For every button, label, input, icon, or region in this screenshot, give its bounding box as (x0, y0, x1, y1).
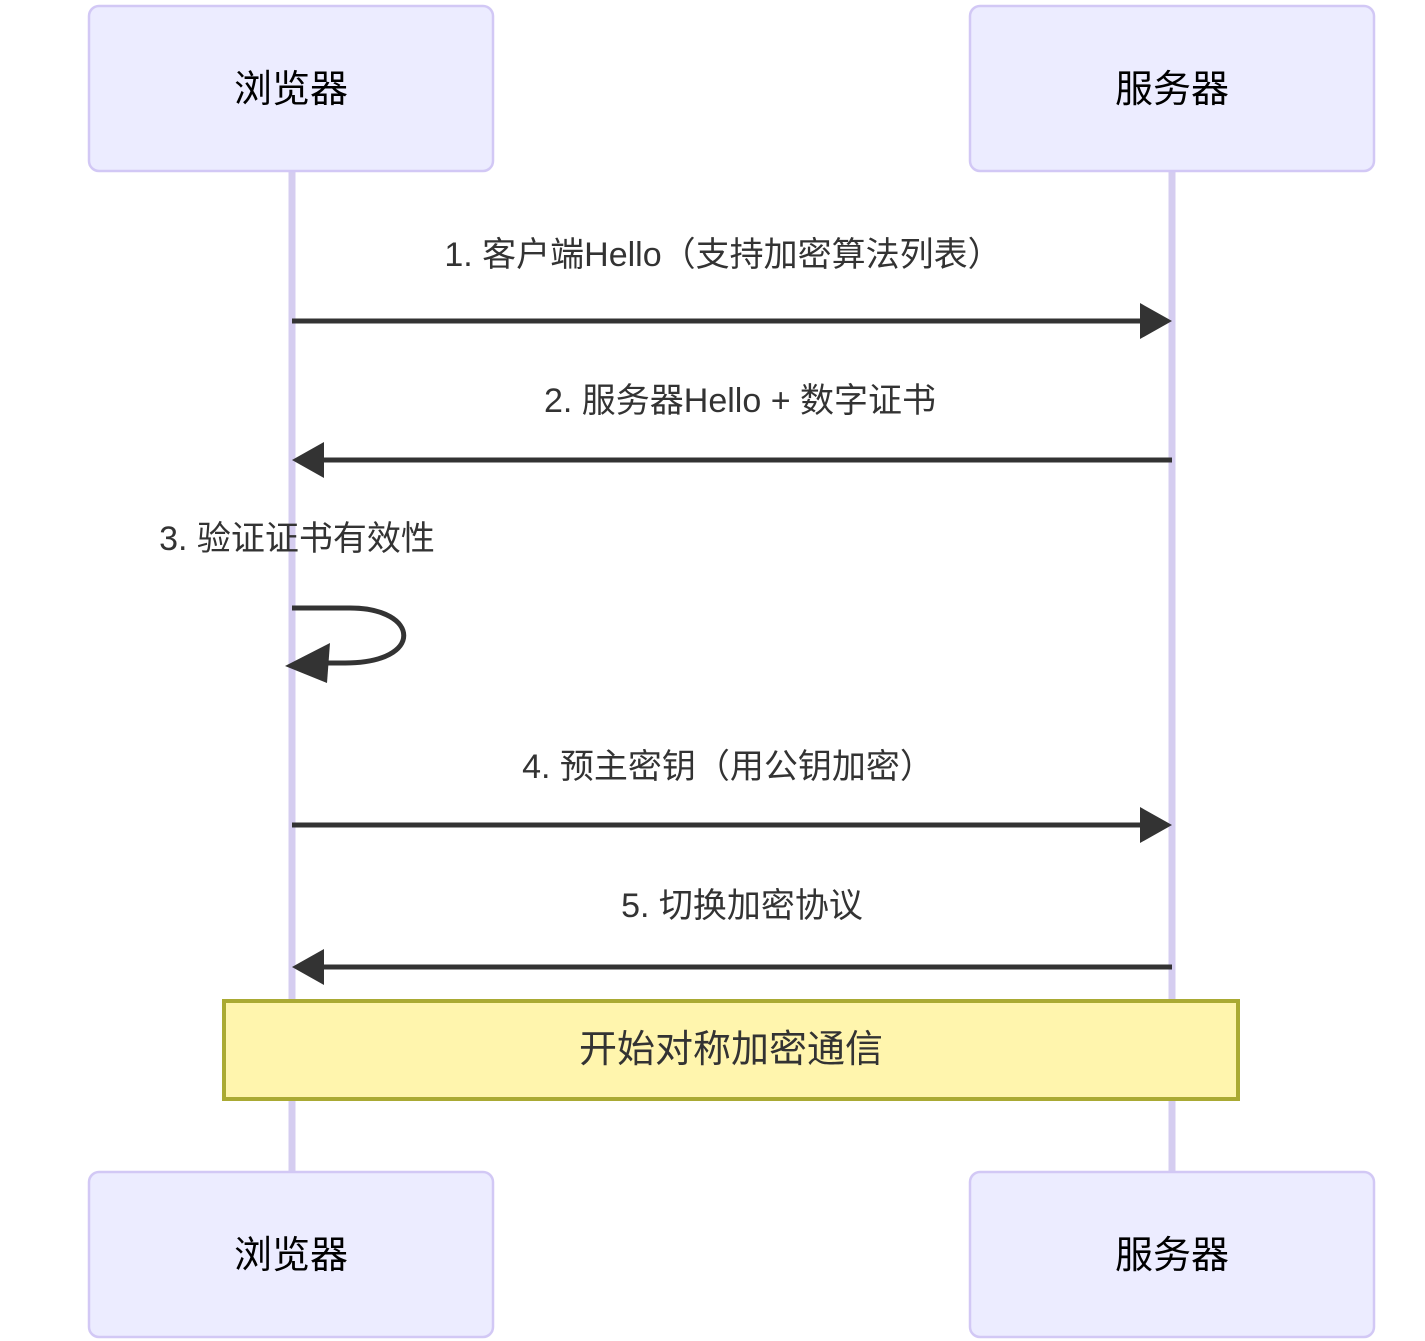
message-3-self-loop (292, 605, 407, 666)
arrow-head-right-icon (1140, 807, 1172, 843)
arrow-head-right-icon (1140, 303, 1172, 339)
participant-label-browser-top: 浏览器 (234, 69, 348, 111)
message-4-label: 4. 预主密钥（用公钥加密） (522, 748, 934, 786)
participant-box (87, 4, 495, 173)
participant-server-bottom[interactable]: 服务器 (968, 1170, 1376, 1339)
note-box (222, 999, 1240, 1101)
message-5-label: 5. 切换加密协议 (621, 887, 863, 925)
arrow-head-left-icon (292, 949, 324, 985)
message-1[interactable]: 1. 客户端Hello（支持加密算法列表） (292, 236, 1172, 339)
participant-label-server-bottom: 服务器 (1115, 1235, 1229, 1277)
participant-label-browser-bottom: 浏览器 (234, 1235, 348, 1277)
message-3[interactable]: 3. 验证证书有效性 (159, 520, 435, 683)
message-3-label: 3. 验证证书有效性 (159, 520, 435, 558)
participant-browser-bottom[interactable]: 浏览器 (87, 1170, 495, 1339)
note-symmetric-encryption[interactable]: 开始对称加密通信 (222, 999, 1240, 1101)
message-2-label: 2. 服务器Hello + 数字证书 (544, 382, 936, 420)
message-2[interactable]: 2. 服务器Hello + 数字证书 (292, 382, 1172, 478)
note-label: 开始对称加密通信 (579, 1029, 883, 1071)
message-4[interactable]: 4. 预主密钥（用公钥加密） (292, 748, 1172, 843)
message-1-label: 1. 客户端Hello（支持加密算法列表） (444, 236, 1001, 274)
participant-box (968, 4, 1376, 173)
arrow-head-left-icon (285, 643, 330, 683)
participant-label-server-top: 服务器 (1115, 69, 1229, 111)
participant-browser-top[interactable]: 浏览器 (87, 4, 495, 173)
arrow-head-left-icon (292, 442, 324, 478)
message-5[interactable]: 5. 切换加密协议 (292, 887, 1172, 985)
participant-box (968, 1170, 1376, 1339)
participant-server-top[interactable]: 服务器 (968, 4, 1376, 173)
participant-box (87, 1170, 495, 1339)
